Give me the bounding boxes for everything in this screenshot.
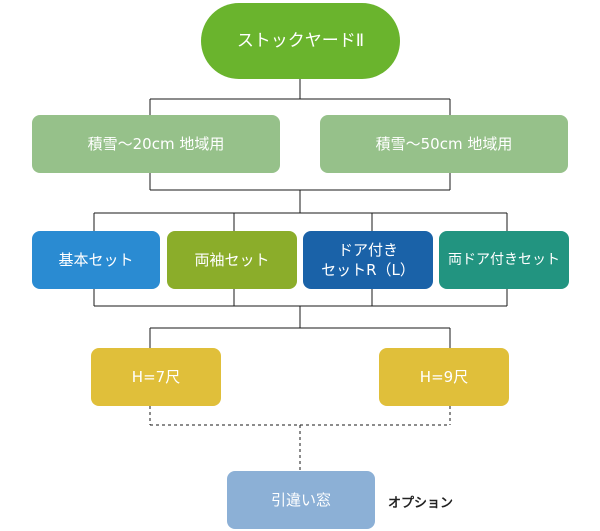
node-label: 積雪～20cm 地域用 — [87, 135, 225, 153]
node-snow-50cm: 積雪～50cm 地域用 — [320, 115, 568, 173]
node-double-door-set: 両ドア付きセット — [439, 231, 569, 289]
node-label: H=9尺 — [419, 368, 469, 386]
node-label: 積雪～50cm 地域用 — [375, 135, 513, 153]
node-door-set: ドア付き セットR（L） — [303, 231, 433, 289]
option-note: オプション — [388, 496, 454, 511]
node-label: H=7尺 — [131, 368, 181, 386]
node-label-line2: セットR（L） — [321, 261, 415, 279]
node-label: 両ドア付きセット — [448, 252, 560, 268]
node-double-sleeve-set: 両袖セット — [167, 231, 297, 289]
node-label: ストックヤードⅡ — [236, 31, 365, 51]
node-stockyard-2: ストックヤードⅡ — [201, 3, 400, 79]
node-height-9: H=9尺 — [379, 348, 509, 406]
node-basic-set: 基本セット — [32, 231, 160, 289]
node-label: 引違い窓 — [270, 491, 331, 509]
node-sliding-window: 引違い窓 — [227, 471, 375, 529]
node-snow-20cm: 積雪～20cm 地域用 — [32, 115, 280, 173]
node-label: 両袖セット — [194, 251, 270, 269]
node-height-7: H=7尺 — [91, 348, 221, 406]
node-label-line1: ドア付き — [337, 241, 398, 259]
node-label: 基本セット — [58, 251, 134, 269]
